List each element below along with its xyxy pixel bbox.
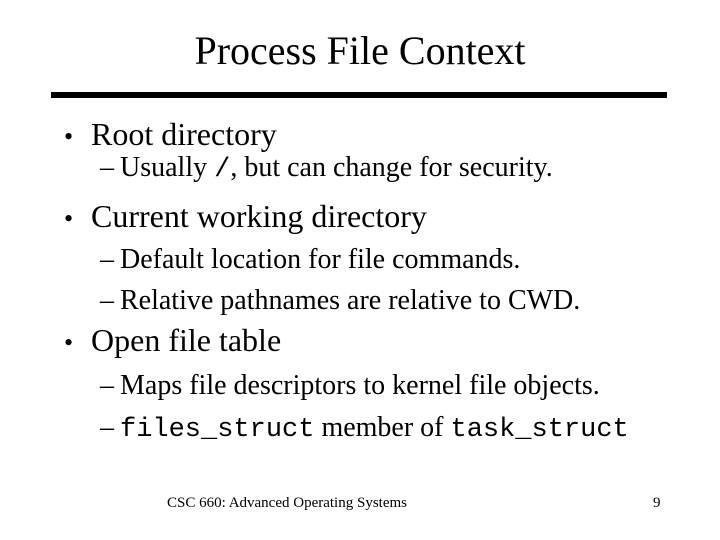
title-underline-rule <box>51 92 667 98</box>
text-run: Usually <box>120 152 215 183</box>
bullet-dot-icon: • <box>64 328 74 357</box>
sub-bullet-line: –Usually /, but can change for security. <box>100 152 553 185</box>
sub-bullet-line: –files_struct member of task_struct <box>100 412 629 445</box>
sub-bullet-line: –Maps file descriptors to kernel file ob… <box>100 372 600 400</box>
bullet-dot-icon: • <box>64 204 74 233</box>
text-run: Relative pathnames are relative to CWD. <box>120 285 581 316</box>
sub-bullet-line: –Relative pathnames are relative to CWD. <box>100 287 580 315</box>
dash-marker-icon: – <box>100 152 114 183</box>
sub-bullet-line: –Default location for file commands. <box>100 246 520 274</box>
footer-text: CSC 660: Advanced Operating Systems <box>167 495 407 511</box>
text-run: Current working directory <box>91 198 427 234</box>
text-run: Open file table <box>91 322 282 358</box>
bullet-line: • Root directory <box>64 118 277 153</box>
slide-title: Process File Context <box>194 28 526 73</box>
bullet-dot-icon: • <box>64 122 74 151</box>
dash-marker-icon: – <box>100 244 114 275</box>
text-run: member of <box>314 412 451 443</box>
text-run: Default location for file commands. <box>120 244 521 275</box>
text-run: Maps file descriptors to kernel file obj… <box>120 370 600 401</box>
bullet-line: • Open file table <box>64 324 281 359</box>
dash-marker-icon: – <box>100 412 114 443</box>
text-run: Root directory <box>91 116 277 152</box>
dash-marker-icon: – <box>100 285 114 316</box>
text-run: , but can change for security. <box>230 152 553 183</box>
dash-marker-icon: – <box>100 370 114 401</box>
mono-text-run: / <box>214 155 231 185</box>
bullet-line: • Current working directory <box>64 200 427 235</box>
mono-text-run: task_struct <box>450 415 629 445</box>
mono-text-run: files_struct <box>120 415 315 445</box>
page-number: 9 <box>653 495 661 511</box>
